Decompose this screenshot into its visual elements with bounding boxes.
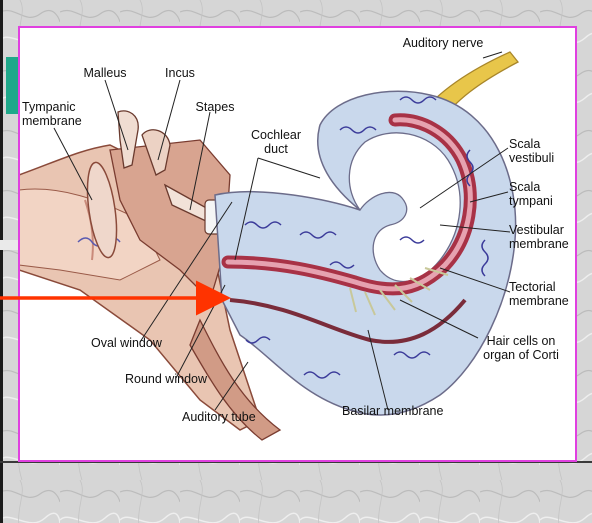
- auditory-tube-shape: [189, 318, 282, 441]
- label-oval-window: Oval window: [91, 336, 162, 350]
- label-malleus: Malleus: [83, 66, 127, 80]
- green-tab: [6, 57, 19, 114]
- label-round-window: Round window: [125, 372, 207, 386]
- label-hair-cells: Hair cells on organ of Corti: [483, 334, 559, 362]
- label-incus: Incus: [165, 66, 195, 80]
- label-tympanic-membrane: Tympanic membrane: [22, 100, 82, 128]
- label-stapes: Stapes: [195, 100, 235, 114]
- hair-cells: [349, 267, 449, 316]
- label-scala-vestibuli: Scala vestibuli: [509, 137, 555, 165]
- label-tectorial-membrane: Tectorial membrane: [509, 280, 569, 308]
- basilar-membrane-line: [229, 298, 467, 344]
- fluid-waves: [244, 96, 489, 379]
- label-auditory-tube: Auditory tube: [182, 410, 256, 424]
- label-vestibular-membrane: Vestibular membrane: [509, 223, 569, 251]
- label-scala-tympani: Scala tympani: [509, 180, 553, 208]
- label-cochlear-duct: Cochlear duct: [250, 128, 302, 156]
- label-basilar-membrane: Basilar membrane: [342, 404, 444, 418]
- diagram-frame: [18, 26, 577, 462]
- label-auditory-nerve: Auditory nerve: [402, 36, 484, 50]
- leader-lines: [53, 51, 511, 411]
- malleus-bone: [117, 110, 139, 169]
- tympanic-membrane-shape: [86, 161, 118, 259]
